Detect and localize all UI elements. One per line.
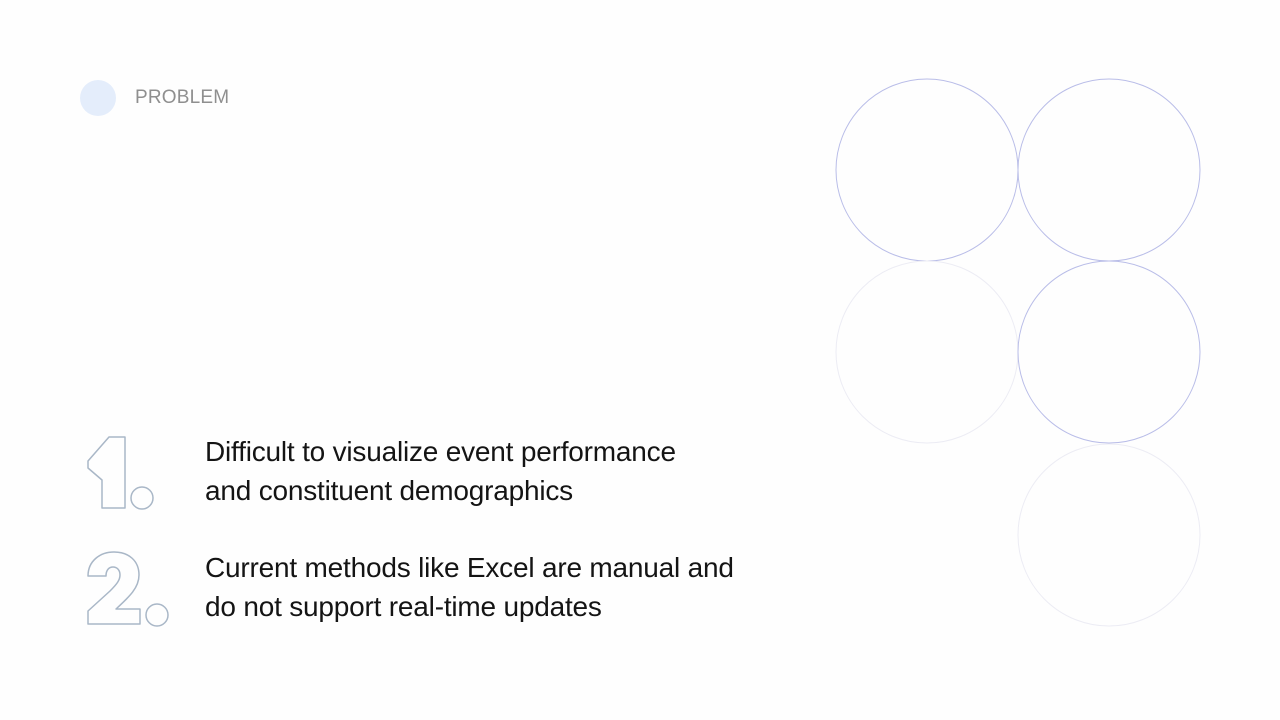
section-label: PROBLEM xyxy=(135,87,230,108)
problem-point-1-line-2: and constituent demographics xyxy=(205,475,573,506)
numeral-two-outline xyxy=(87,551,169,627)
problem-point-2-line-1: Current methods like Excel are manual an… xyxy=(205,552,734,583)
decorative-circle-middle-right xyxy=(1017,260,1201,444)
decorative-circles xyxy=(835,78,1201,627)
problem-point-2-line-2: do not support real-time updates xyxy=(205,591,602,622)
section-tag: PROBLEM xyxy=(80,80,229,116)
numeral-one-outline xyxy=(87,436,154,510)
decorative-circle-top-left xyxy=(835,78,1019,262)
section-dot xyxy=(80,80,116,116)
problem-point-1-line-1: Difficult to visualize event performance xyxy=(205,436,676,467)
decorative-circle-bottom-right xyxy=(1017,443,1201,627)
problem-point-2-text: Current methods like Excel are manual an… xyxy=(205,548,845,626)
decorative-circle-top-right xyxy=(1017,78,1201,262)
decorative-circle-middle-left xyxy=(835,260,1019,444)
problem-point-1-text: Difficult to visualize event performance… xyxy=(205,432,845,510)
